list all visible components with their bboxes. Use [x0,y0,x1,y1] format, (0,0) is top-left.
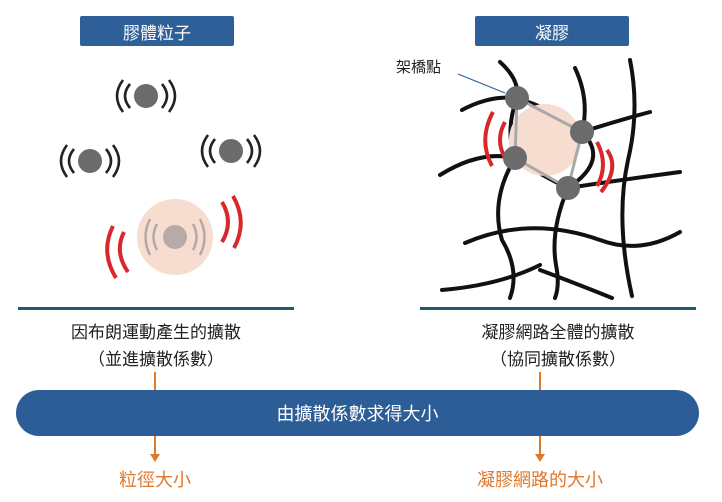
arrow-right-bottom [535,436,545,462]
particle-2 [59,144,121,178]
gel-title: 凝膠 [475,16,629,46]
arrow-left-bottom [150,436,160,462]
gel-network [438,58,682,300]
particle-highlighted [105,195,243,280]
left-caption-line1: 因布朗運動產生的擴散 [71,323,241,343]
crosslink-cluster [483,86,615,200]
right-result: 凝膠網路的大小 [477,470,603,491]
crosslink-label: 架橋點 [396,58,442,76]
right-caption-line2: （協同擴散係數） [490,350,626,370]
particle-3 [200,134,262,168]
left-caption-line2: （並進擴散係數） [88,350,224,370]
particle-1 [115,79,177,113]
right-caption-line1: 凝膠網路全體的擴散 [481,323,635,343]
left-divider [18,307,294,310]
diffusion-band: 由擴散係數求得大小 [16,390,699,436]
right-divider [420,307,696,310]
colloid-title: 膠體粒子 [80,16,234,46]
crosslink-leader-line [457,73,506,94]
left-result: 粒徑大小 [119,470,191,491]
